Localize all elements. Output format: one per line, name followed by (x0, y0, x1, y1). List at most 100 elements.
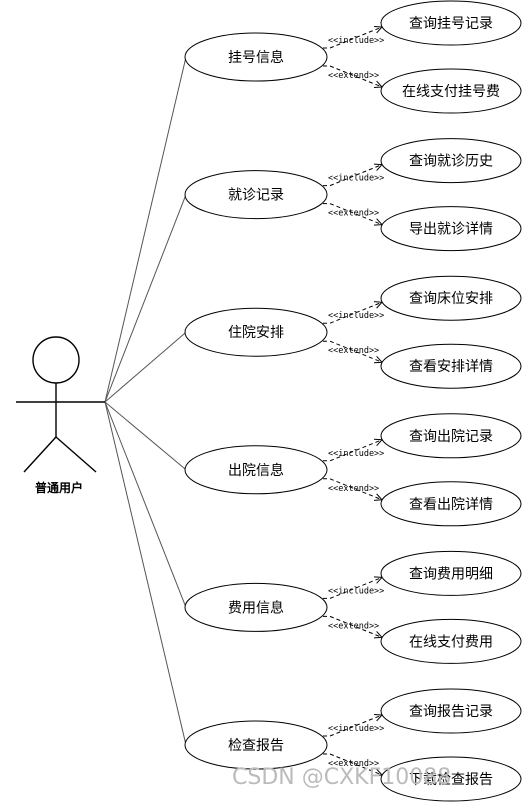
extend-stereotype-label: <<extend>> (328, 209, 379, 219)
include-use-case: 查询挂号记录 (380, 0, 522, 46)
extend-use-case-ellipse (380, 68, 522, 114)
extend-arrowhead (373, 631, 384, 639)
association-line (104, 401, 187, 471)
extend-dependency-line (323, 65, 383, 88)
include-use-case-ellipse (380, 275, 522, 321)
include-stereotype-label: <<include>> (328, 174, 384, 184)
include-stereotype-label: <<include>> (328, 36, 384, 46)
include-use-case-label: 查询费用明细 (409, 566, 493, 582)
include-use-case-ellipse (380, 688, 522, 734)
extend-use-case-ellipse (380, 481, 522, 527)
include-use-case-ellipse (380, 0, 522, 46)
include-use-case: 查询就诊历史 (380, 138, 522, 184)
extend-use-case: 在线支付费用 (380, 618, 522, 664)
include-use-case: 查询出院记录 (380, 413, 522, 459)
association-line (104, 401, 187, 608)
include-arrowhead (373, 713, 384, 722)
include-use-case: 查询报告记录 (380, 688, 522, 734)
actor-label: 普通用户 (35, 480, 83, 495)
extend-use-case: 查看出院详情 (380, 481, 522, 527)
actor: 普通用户 (16, 336, 105, 495)
association-line (104, 56, 187, 403)
extend-use-case-ellipse (380, 206, 522, 252)
watermark: CSDN @CXKF10088 (232, 765, 451, 790)
extend-arrowhead (373, 218, 384, 226)
extend-use-case-label: 在线支付费用 (409, 634, 493, 650)
extend-arrowhead (373, 493, 384, 501)
include-arrowhead (373, 576, 384, 584)
extend-dependency-line (323, 340, 383, 363)
include-dependency-line (323, 301, 383, 324)
include-arrowhead (373, 301, 384, 309)
extend-use-case: 在线支付挂号费 (380, 68, 522, 114)
actor-left-leg (23, 436, 57, 473)
use-case-label: 检查报告 (228, 738, 284, 754)
use-case-ellipse (184, 445, 328, 495)
connector-layer (104, 25, 384, 777)
include-use-case-label: 查询挂号记录 (409, 16, 493, 32)
association-line (104, 401, 187, 746)
include-arrowhead (373, 438, 384, 447)
include-dependency-line (323, 714, 383, 737)
use-case-ellipse (184, 582, 328, 632)
extend-use-case: 查看安排详情 (380, 343, 522, 389)
extend-arrowhead (373, 80, 384, 89)
include-use-case-label: 查询报告记录 (409, 704, 493, 720)
include-use-case-ellipse (380, 138, 522, 184)
use-case: 费用信息 (184, 582, 328, 632)
include-use-case-label: 查询出院记录 (409, 429, 493, 445)
actor-right-leg (55, 436, 97, 473)
extend-dependency-line (323, 753, 383, 776)
use-case-label: 挂号信息 (228, 49, 284, 66)
extend-use-case-label: 导出就诊详情 (409, 222, 493, 238)
extend-use-case-label: 下载检查报告 (409, 772, 493, 788)
use-case-ellipse (184, 170, 328, 220)
use-case-ellipse (184, 720, 328, 770)
extend-use-case-label: 查看安排详情 (409, 359, 493, 375)
extend-use-case: 导出就诊详情 (380, 206, 522, 252)
include-use-case-ellipse (380, 413, 522, 459)
include-use-case-label: 查询床位安排 (409, 291, 493, 307)
use-case-ellipse (184, 307, 328, 357)
include-stereotype-label: <<include>> (328, 724, 384, 734)
use-case-label: 费用信息 (228, 599, 284, 616)
include-stereotype-label: <<include>> (328, 311, 384, 321)
include-dependency-line (323, 576, 383, 599)
use-case-ellipse (184, 32, 328, 82)
include-dependency-line (323, 26, 383, 49)
use-case: 住院安排 (184, 307, 328, 357)
include-dependency-line (323, 439, 383, 462)
use-case: 就诊记录 (184, 170, 328, 220)
use-case: 检查报告 (184, 720, 328, 770)
include-use-case-label: 查询就诊历史 (409, 154, 493, 170)
use-case-label: 住院安排 (228, 325, 284, 341)
include-use-case: 查询床位安排 (380, 275, 522, 321)
extend-dependency-line (323, 478, 383, 501)
use-case-label: 出院信息 (228, 462, 284, 479)
use-case-label: 就诊记录 (228, 188, 284, 204)
extend-stereotype-label: <<extend>> (328, 621, 379, 631)
use-case: 出院信息 (184, 445, 328, 495)
extend-dependency-line (323, 615, 383, 638)
extend-dependency-line (323, 203, 383, 226)
association-line (104, 194, 187, 403)
extend-stereotype-label: <<extend>> (328, 71, 379, 81)
use-case: 挂号信息 (184, 32, 328, 82)
extend-use-case-ellipse (380, 618, 522, 664)
extend-use-case-ellipse (380, 756, 522, 802)
extend-arrowhead (373, 355, 384, 364)
extend-use-case-ellipse (380, 343, 522, 389)
extend-use-case: 下载检查报告 (380, 756, 522, 802)
include-arrowhead (373, 163, 384, 171)
association-line (104, 331, 187, 403)
extend-use-case-label: 在线支付挂号费 (402, 84, 500, 100)
extend-use-case-label: 查看出院详情 (409, 497, 493, 513)
include-stereotype-label: <<include>> (328, 586, 384, 596)
include-arrowhead (373, 25, 384, 34)
include-use-case: 查询费用明细 (380, 550, 522, 596)
include-stereotype-label: <<include>> (328, 449, 384, 459)
extend-stereotype-label: <<extend>> (328, 484, 379, 494)
include-dependency-line (323, 164, 383, 187)
